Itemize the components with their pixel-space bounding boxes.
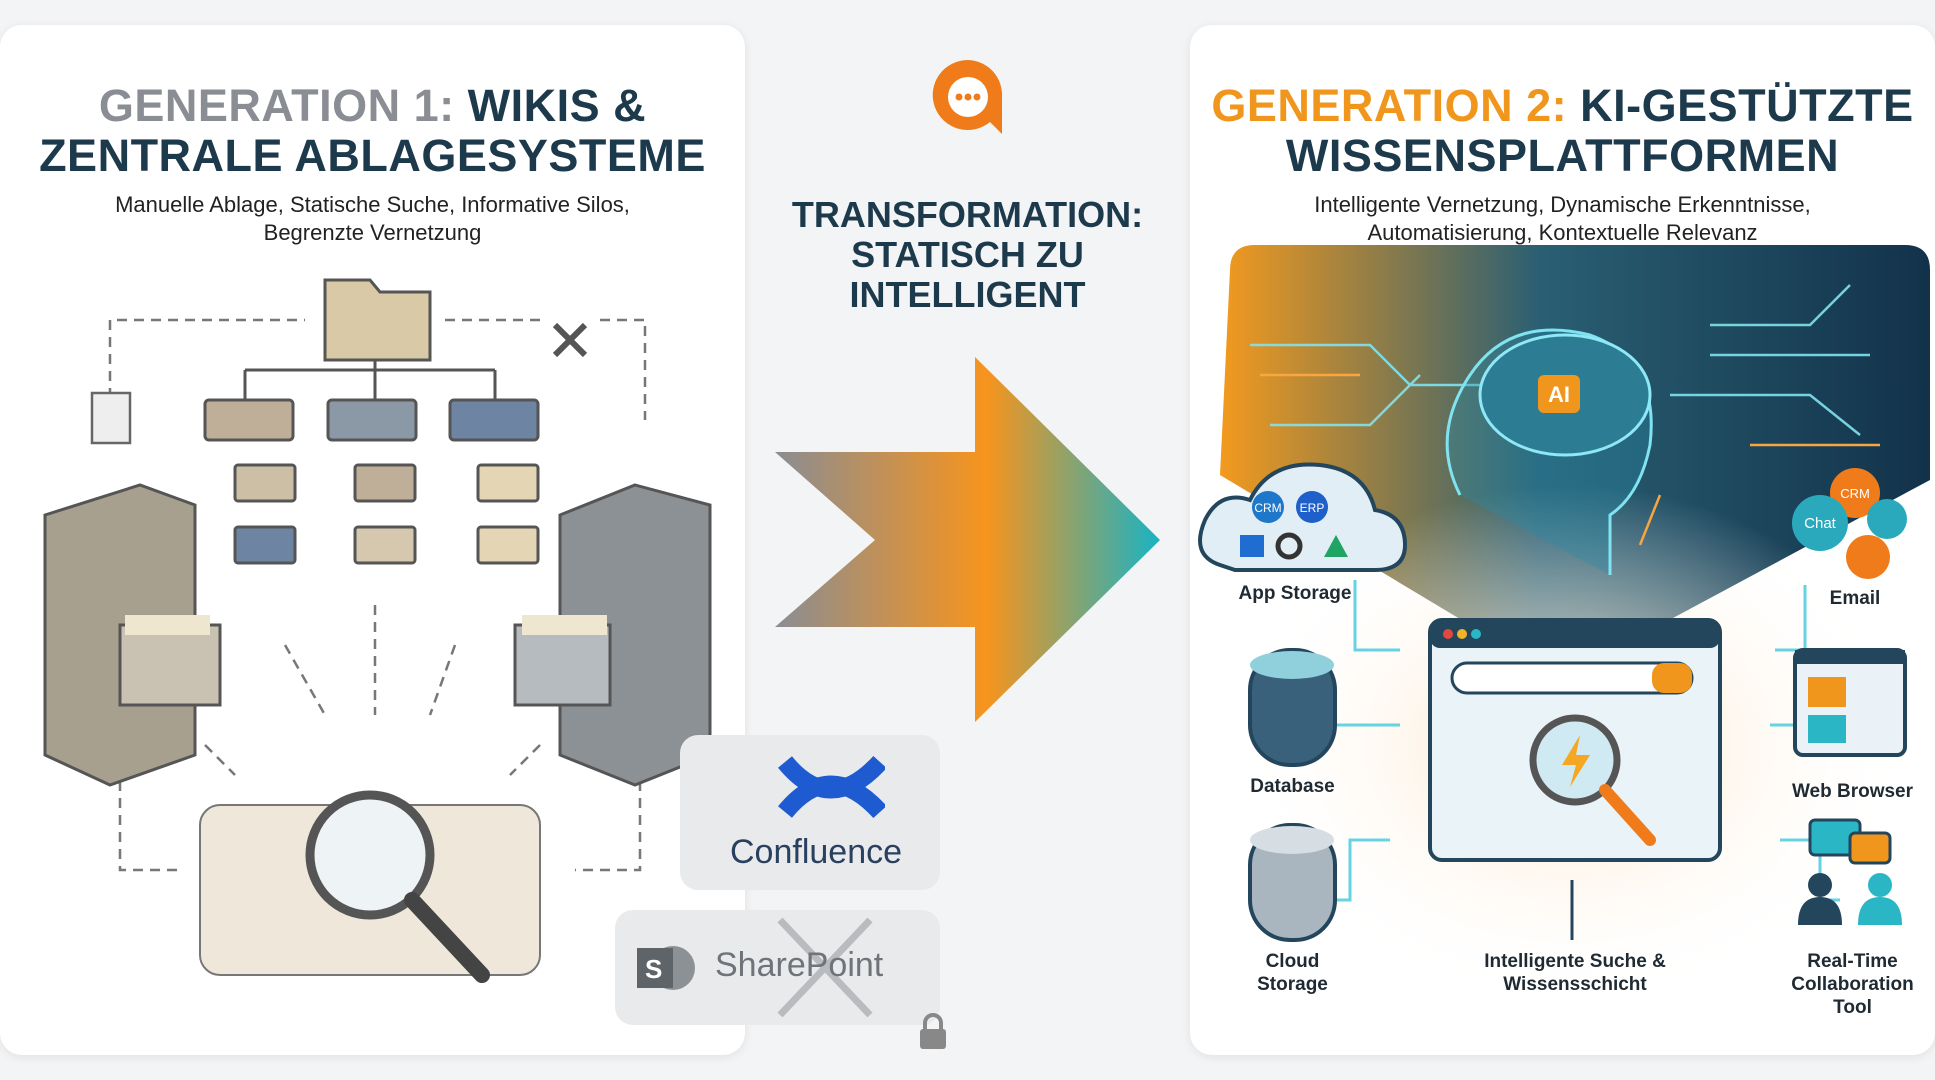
crm-badge: CRM [1254, 501, 1281, 515]
label-collaboration: Real-Time Collaboration Tool [1791, 951, 1914, 1018]
document-pile [199, 790, 541, 983]
label-cloud-storage: Cloud Storage [1257, 951, 1328, 995]
cloud-storage-icon [1248, 823, 1337, 942]
filing-cabinet-left [43, 483, 222, 787]
confluence-tool-card: Confluence [680, 735, 940, 890]
gen1-title: GENERATION 1: WIKIS & [98, 80, 647, 131]
lock-icon [920, 1013, 946, 1049]
document-icon [90, 391, 132, 445]
filing-illustration [43, 278, 712, 983]
ai-badge: AI [1548, 382, 1570, 407]
database-icon [1248, 648, 1337, 767]
crm-bubble: CRM [1840, 486, 1870, 501]
folder-tree [203, 278, 540, 565]
gen2-subtitle: Intelligente Vernetzung, Dynamische Erke… [1314, 192, 1811, 217]
transformation-arrow [775, 357, 1160, 722]
gear-icon [1275, 532, 1303, 560]
filing-cabinet-right [513, 483, 712, 787]
chat-bubble: Chat [1804, 515, 1837, 532]
broken-link-x-icon [552, 322, 588, 358]
email-bubbles: CRM Chat [1792, 468, 1907, 579]
sharepoint-logo-icon: S [637, 946, 695, 990]
ai-platform-illustration: AI CRM ERP CRM Chat [1198, 245, 1930, 1005]
gen2-title: GENERATION 2: KI-GESTÜTZTE [1211, 80, 1914, 131]
search-window [1428, 618, 1722, 862]
collaboration-icon [1798, 818, 1902, 925]
confluence-label: Confluence [730, 833, 903, 871]
gen1-subtitle: Manuelle Ablage, Statische Suche, Inform… [115, 192, 630, 217]
gen1-subtitle-line2: Begrenzte Vernetzung [263, 220, 482, 245]
erp-badge: ERP [1300, 501, 1325, 515]
envelope-icon [1846, 535, 1890, 579]
svg-text:S: S [645, 954, 662, 984]
drive-icon [1324, 535, 1348, 557]
gen2-title-line2: WISSENSPLATTFORMEN [1285, 130, 1840, 181]
confluence-logo-icon [778, 755, 885, 819]
magnifier-icon [305, 790, 435, 920]
cross-out-icon [777, 917, 873, 1018]
sharepoint-tool-card: S SharePoint [615, 910, 940, 1025]
search-icon [1652, 663, 1692, 693]
gen1-title-line2: ZENTRALE ABLAGESYSTEME [39, 130, 706, 181]
generation-1-panel: GENERATION 1: WIKIS & ZENTRALE ABLAGESYS… [0, 25, 745, 1055]
generation-2-panel: GENERATION 2: KI-GESTÜTZTE WISSENSPLATTF… [1190, 25, 1935, 1055]
web-browser-icon [1793, 648, 1907, 757]
label-web-browser: Web Browser [1791, 781, 1914, 802]
label-email: Email [1829, 588, 1881, 609]
ai-head-icon: AI [1445, 328, 1653, 575]
chat-logo-icon [932, 59, 1003, 134]
sharepoint-label: SharePoint [715, 946, 884, 984]
label-app-storage: App Storage [1238, 583, 1352, 604]
label-database: Database [1250, 776, 1335, 797]
app-storage-cloud: CRM ERP [1198, 462, 1408, 572]
gen2-subtitle-line2: Automatisierung, Kontextuelle Relevanz [1367, 220, 1758, 245]
label-hub: Intelligente Suche & Wissensschicht [1484, 951, 1666, 995]
